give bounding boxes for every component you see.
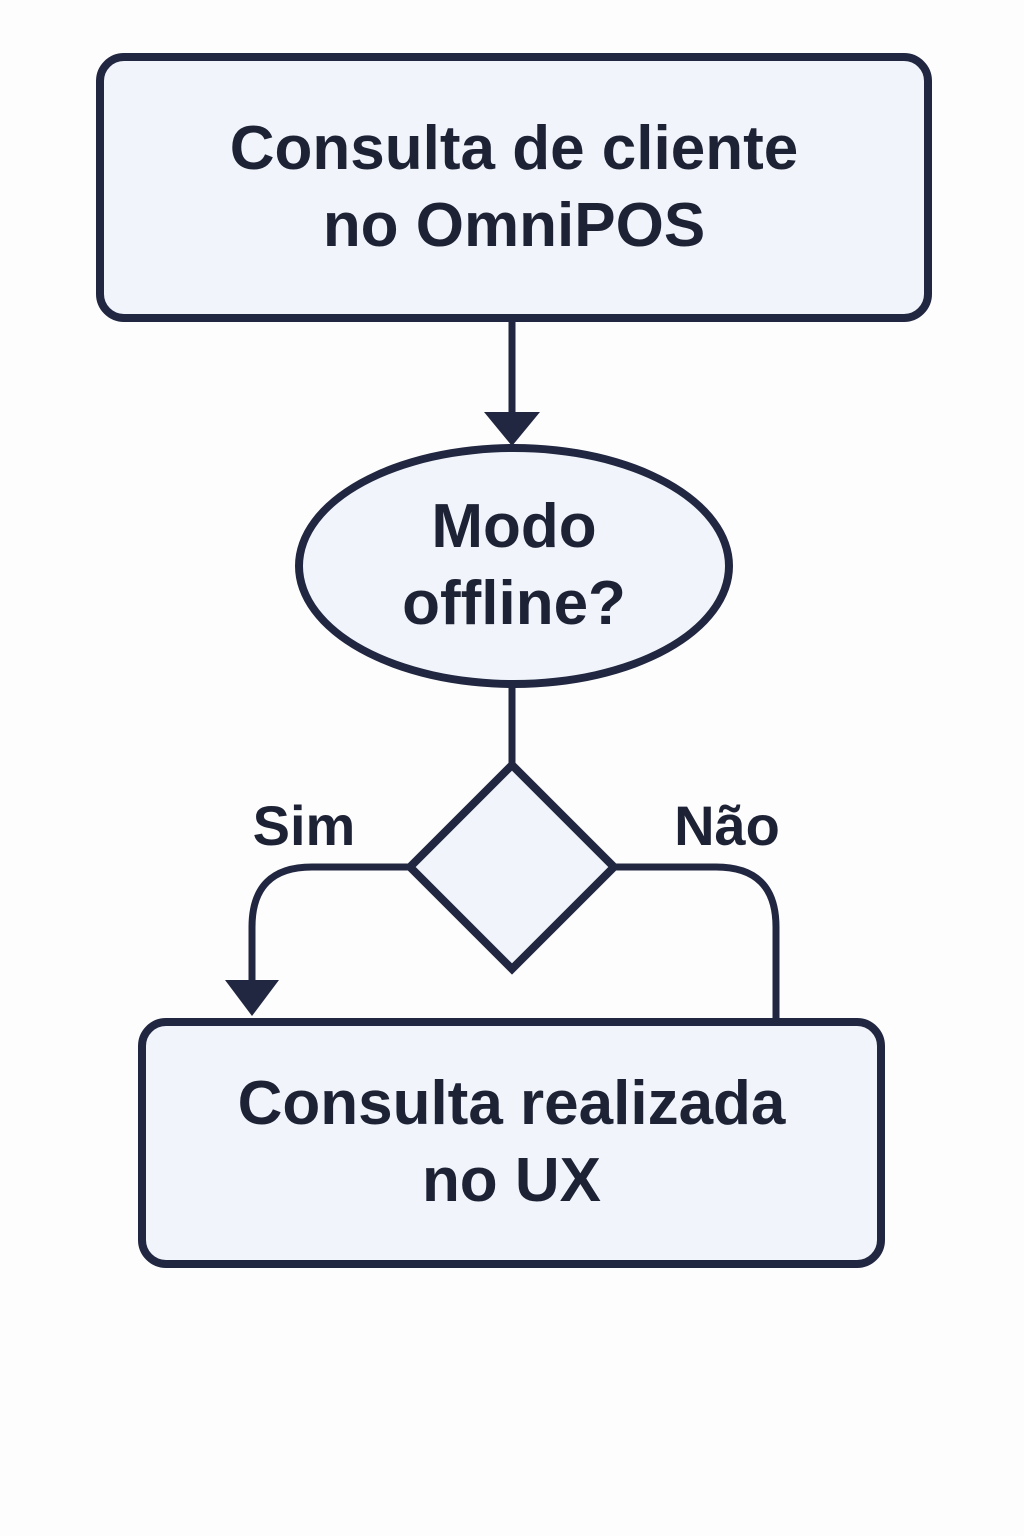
branch-diamond-shape <box>404 759 620 975</box>
node-start-label-line1: Consulta de cliente <box>229 113 799 183</box>
edge-label-nao: Não <box>674 794 780 857</box>
node-decision-label-line2: offline? <box>402 569 626 638</box>
arrowhead-down-to-end <box>225 980 279 1016</box>
node-decision-label-line1: Modo <box>431 492 597 562</box>
node-decision: Modo offline? <box>295 444 733 688</box>
node-start: Consulta de cliente no OmniPOS <box>96 53 932 322</box>
node-end-label-line2: no UX <box>421 1146 602 1215</box>
edge-yes-branch <box>248 863 414 984</box>
node-start-label-line2: no OmniPOS <box>322 190 706 260</box>
node-end-label-line1: Consulta realizada <box>237 1069 786 1139</box>
arrowhead-down-to-decision <box>484 412 540 446</box>
node-end: Consulta realizada no UX <box>138 1018 885 1268</box>
edge-label-sim: Sim <box>252 794 356 857</box>
edge-no-branch <box>610 863 780 1020</box>
